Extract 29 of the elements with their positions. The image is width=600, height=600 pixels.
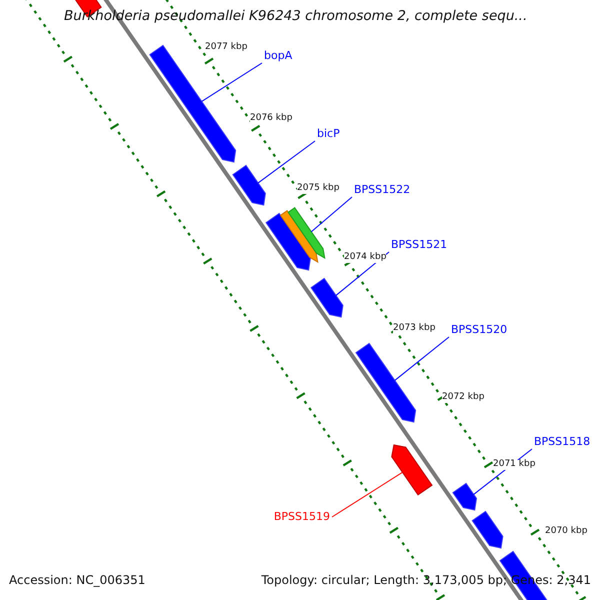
leader-line <box>258 140 316 184</box>
accession-note: Accession: NC_006351 <box>9 574 146 588</box>
gene-label: BPSS1522 <box>354 184 410 196</box>
leader-line <box>332 472 403 518</box>
gene-feature <box>355 342 416 423</box>
gene-feature <box>232 164 266 206</box>
gene-label: BPSS1518 <box>534 436 590 448</box>
scale-label: 2070 kbp <box>545 527 588 537</box>
leader-line <box>201 62 262 102</box>
gene-feature <box>452 482 478 511</box>
scale-label: 2072 kbp <box>442 393 484 403</box>
gene-label: BPSS1520 <box>451 324 508 336</box>
gene-feature <box>310 278 344 318</box>
scale-label: 2071 kbp <box>493 460 536 470</box>
gene-feature <box>265 212 311 271</box>
scale-label: 2075 kbp <box>297 184 340 194</box>
scale-label: 2076 kbp <box>250 114 292 124</box>
gene-label: BPSS1521 <box>391 239 448 252</box>
scale-label: 2074 kbp <box>344 253 386 263</box>
gene-label: BPSS1519 <box>274 511 330 524</box>
gene-feature <box>280 210 318 263</box>
gene-feature <box>288 207 326 259</box>
scale-label: 2073 kbp <box>393 324 436 334</box>
gene-feature <box>472 510 504 549</box>
gene-label: bopA <box>264 50 292 62</box>
leader-line <box>394 336 450 381</box>
gene-label: bicP <box>317 128 340 140</box>
gene-feature <box>391 444 433 496</box>
scale-label: 2077 kbp <box>205 43 248 53</box>
